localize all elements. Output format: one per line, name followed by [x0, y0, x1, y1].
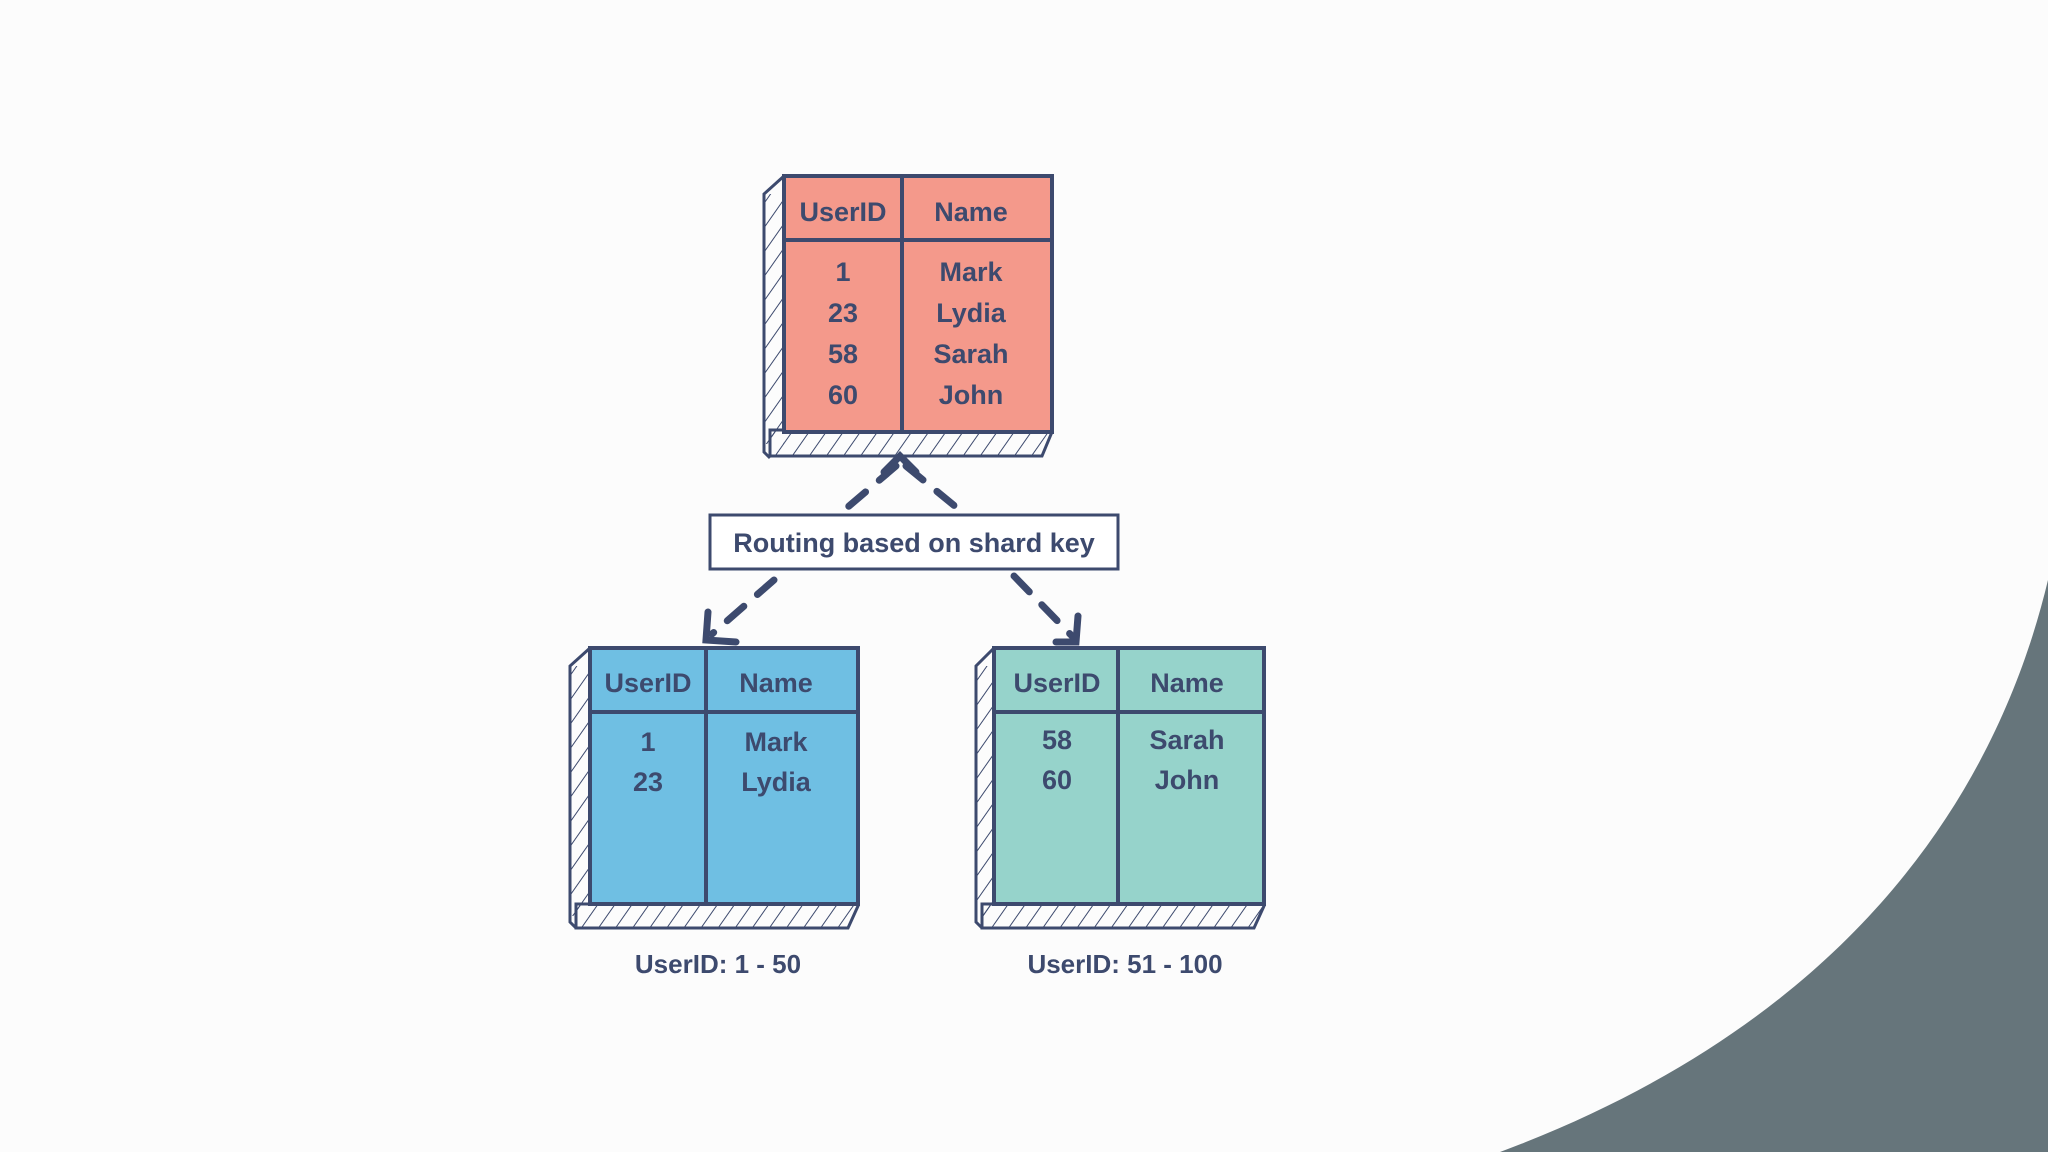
source-row-3-id: 58 [828, 339, 858, 369]
source-table-body [782, 174, 1054, 434]
dashed-line-upper-left [838, 462, 900, 516]
shard-2-caption: UserID: 51 - 100 [1027, 949, 1222, 979]
shard-1-body [588, 646, 860, 906]
shard-table-2: UserID Name 58 Sarah 60 John UserID: 51 … [974, 646, 1266, 979]
shard-1-row-2-id: 23 [633, 767, 663, 797]
shard-1-row-1-id: 1 [640, 727, 655, 757]
source-row-2-id: 23 [828, 298, 858, 328]
routing-arrows [702, 451, 1082, 646]
source-row-2-name: Lydia [936, 298, 1007, 328]
shard-1-row-1-name: Mark [744, 727, 808, 757]
shard-2-row-1-id: 58 [1042, 725, 1072, 755]
source-header-name: Name [934, 197, 1008, 227]
shard-2-row-2-id: 60 [1042, 765, 1072, 795]
shard-2-header-userid: UserID [1013, 668, 1100, 698]
shard-1-header-name: Name [739, 668, 813, 698]
shard-2-row-2-name: John [1155, 765, 1220, 795]
shard-2-body [992, 646, 1266, 906]
arrow-head-right-icon [1052, 612, 1082, 646]
source-header-userid: UserID [799, 197, 886, 227]
shard-table-1: UserID Name 1 Mark 23 Lydia UserID: 1 - … [568, 646, 860, 979]
source-row-4-id: 60 [828, 380, 858, 410]
dashed-line-lower-right [1010, 572, 1076, 640]
router-box: Routing based on shard key [708, 513, 1120, 571]
dashed-line-upper-right [902, 462, 966, 516]
source-row-3-name: Sarah [933, 339, 1008, 369]
source-row-1-name: Mark [939, 257, 1003, 287]
shard-1-header-userid: UserID [604, 668, 691, 698]
shard-1-row-2-name: Lydia [741, 767, 812, 797]
shard-2-row-1-name: Sarah [1149, 725, 1224, 755]
arrow-head-left-icon [702, 608, 740, 646]
corner-decoration [1500, 580, 2048, 1152]
router-label: Routing based on shard key [733, 528, 1095, 558]
shard-1-caption: UserID: 1 - 50 [635, 949, 801, 979]
source-row-1-id: 1 [835, 257, 850, 287]
source-table: UserID Name 1 Mark 23 Lydia 58 Sarah 60 … [762, 174, 1054, 460]
dashed-line-lower-left [708, 576, 778, 638]
source-row-4-name: John [939, 380, 1004, 410]
shard-2-header-name: Name [1150, 668, 1224, 698]
